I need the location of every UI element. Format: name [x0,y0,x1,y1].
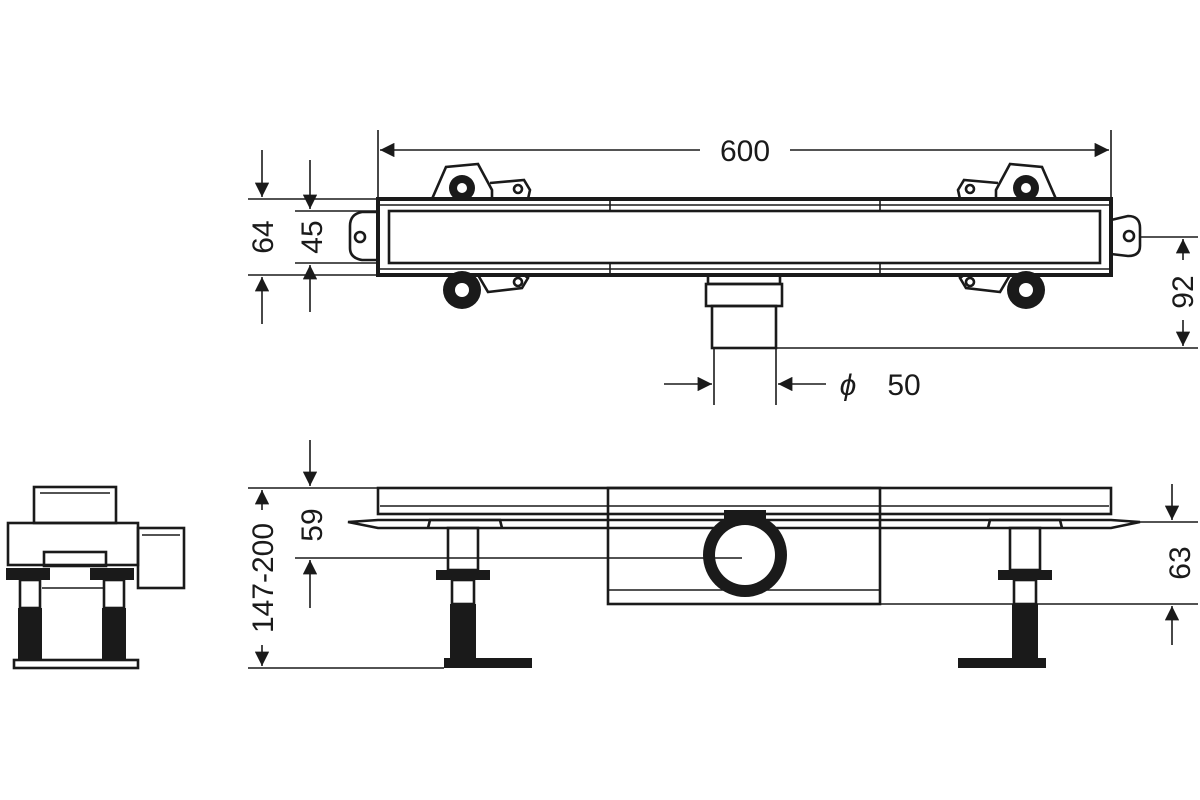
front-view: 147-200 59 63 [247,440,1198,669]
top-right-bracket [956,162,1058,201]
dim-diameter-50: 50 [887,369,920,402]
bottom-right-foot [958,271,1045,309]
dim-depth-92: 92 [1167,275,1200,308]
front-left-foot [426,518,532,668]
front-right-foot [958,518,1064,668]
dim-height-63: 63 [1164,546,1197,579]
left-end-tab [348,210,378,262]
bottom-left-foot [443,271,530,309]
channel-outer [376,197,1113,277]
outlet-top-view [704,275,784,350]
dim-height-45: 45 [296,220,329,253]
dim-length-600: 600 [720,135,770,168]
dim-height-64: 64 [247,220,280,253]
dim-height-59: 59 [296,508,329,541]
top-view: 600 64 45 92 ϕ 50 [247,130,1200,405]
diameter-symbol: ϕ [840,369,857,402]
top-left-bracket [430,162,532,201]
right-end-tab [1110,214,1142,258]
end-view [6,485,186,670]
dim-install-height: 147-200 [247,523,280,633]
channel-inner [387,209,1102,265]
